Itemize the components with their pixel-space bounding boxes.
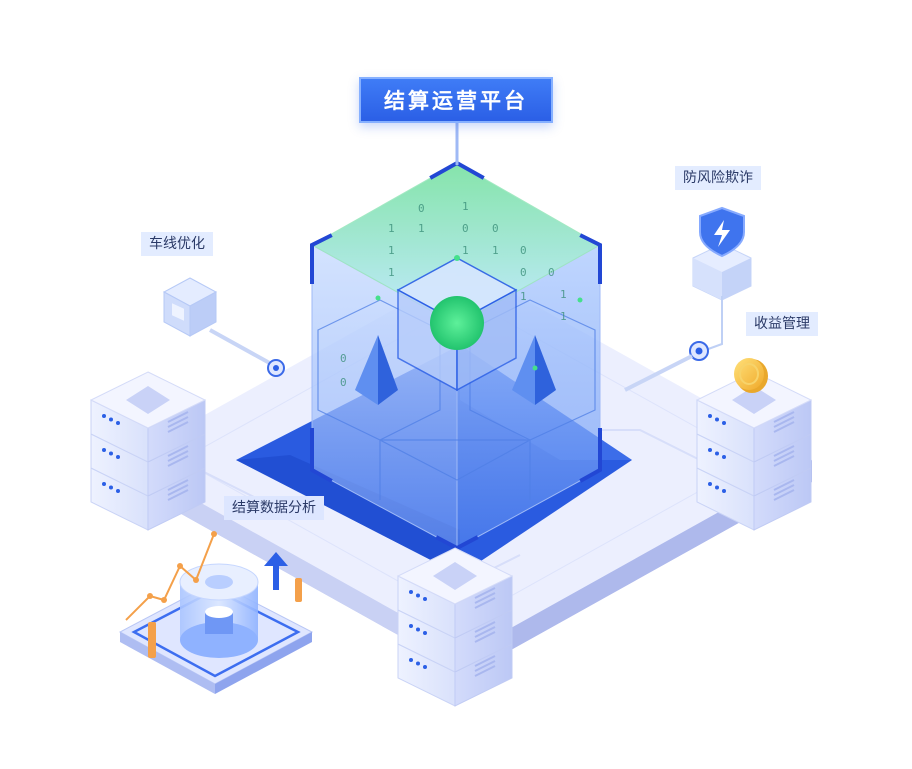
line-chart-icon <box>125 533 215 621</box>
label-anti-fraud: 防风险欺诈 <box>675 166 761 190</box>
binary-digit: 0 <box>520 266 527 279</box>
arrow-up-icon <box>264 552 288 590</box>
binary-digit: 1 <box>462 244 469 257</box>
binary-digit: 1 <box>388 266 395 279</box>
analysis-pad <box>118 531 314 694</box>
binary-digit: 1 <box>520 290 527 303</box>
binary-digit: 1 <box>418 222 425 235</box>
route-connector <box>209 328 276 368</box>
binary-digit: 0 <box>418 202 425 215</box>
binary-digit: 1 <box>462 200 469 213</box>
server-stack-front <box>396 547 514 707</box>
platform-title: 结算运营平台 <box>359 77 553 123</box>
coin-icon <box>734 358 768 393</box>
binary-digit: 1 <box>388 222 395 235</box>
binary-digit: 1 <box>560 310 567 323</box>
hollow-cube-icon <box>162 277 218 337</box>
server-stack-left <box>89 371 207 531</box>
binary-digit: 1 <box>492 244 499 257</box>
central-cube <box>310 160 602 551</box>
binary-digit: 0 <box>492 222 499 235</box>
shield-bolt-icon <box>692 206 752 301</box>
binary-digit: 0 <box>340 352 347 365</box>
binary-digit: 0 <box>520 244 527 257</box>
binary-digit: 1 <box>560 288 567 301</box>
pyramid-right <box>512 335 556 405</box>
server-stacks <box>89 371 813 707</box>
pyramid-left <box>355 335 398 405</box>
label-route-optimization: 车线优化 <box>141 232 213 256</box>
data-cylinder <box>179 563 259 658</box>
inner-core-cube <box>396 257 518 392</box>
binary-digit: 1 <box>388 244 395 257</box>
binary-digit: 0 <box>462 222 469 235</box>
green-core-orb <box>430 296 484 350</box>
binary-digit: 0 <box>548 266 555 279</box>
binary-digit: 0 <box>340 376 347 389</box>
label-settlement-analysis: 结算数据分析 <box>224 496 324 520</box>
label-revenue-management: 收益管理 <box>746 312 818 336</box>
server-stack-right <box>695 371 813 531</box>
